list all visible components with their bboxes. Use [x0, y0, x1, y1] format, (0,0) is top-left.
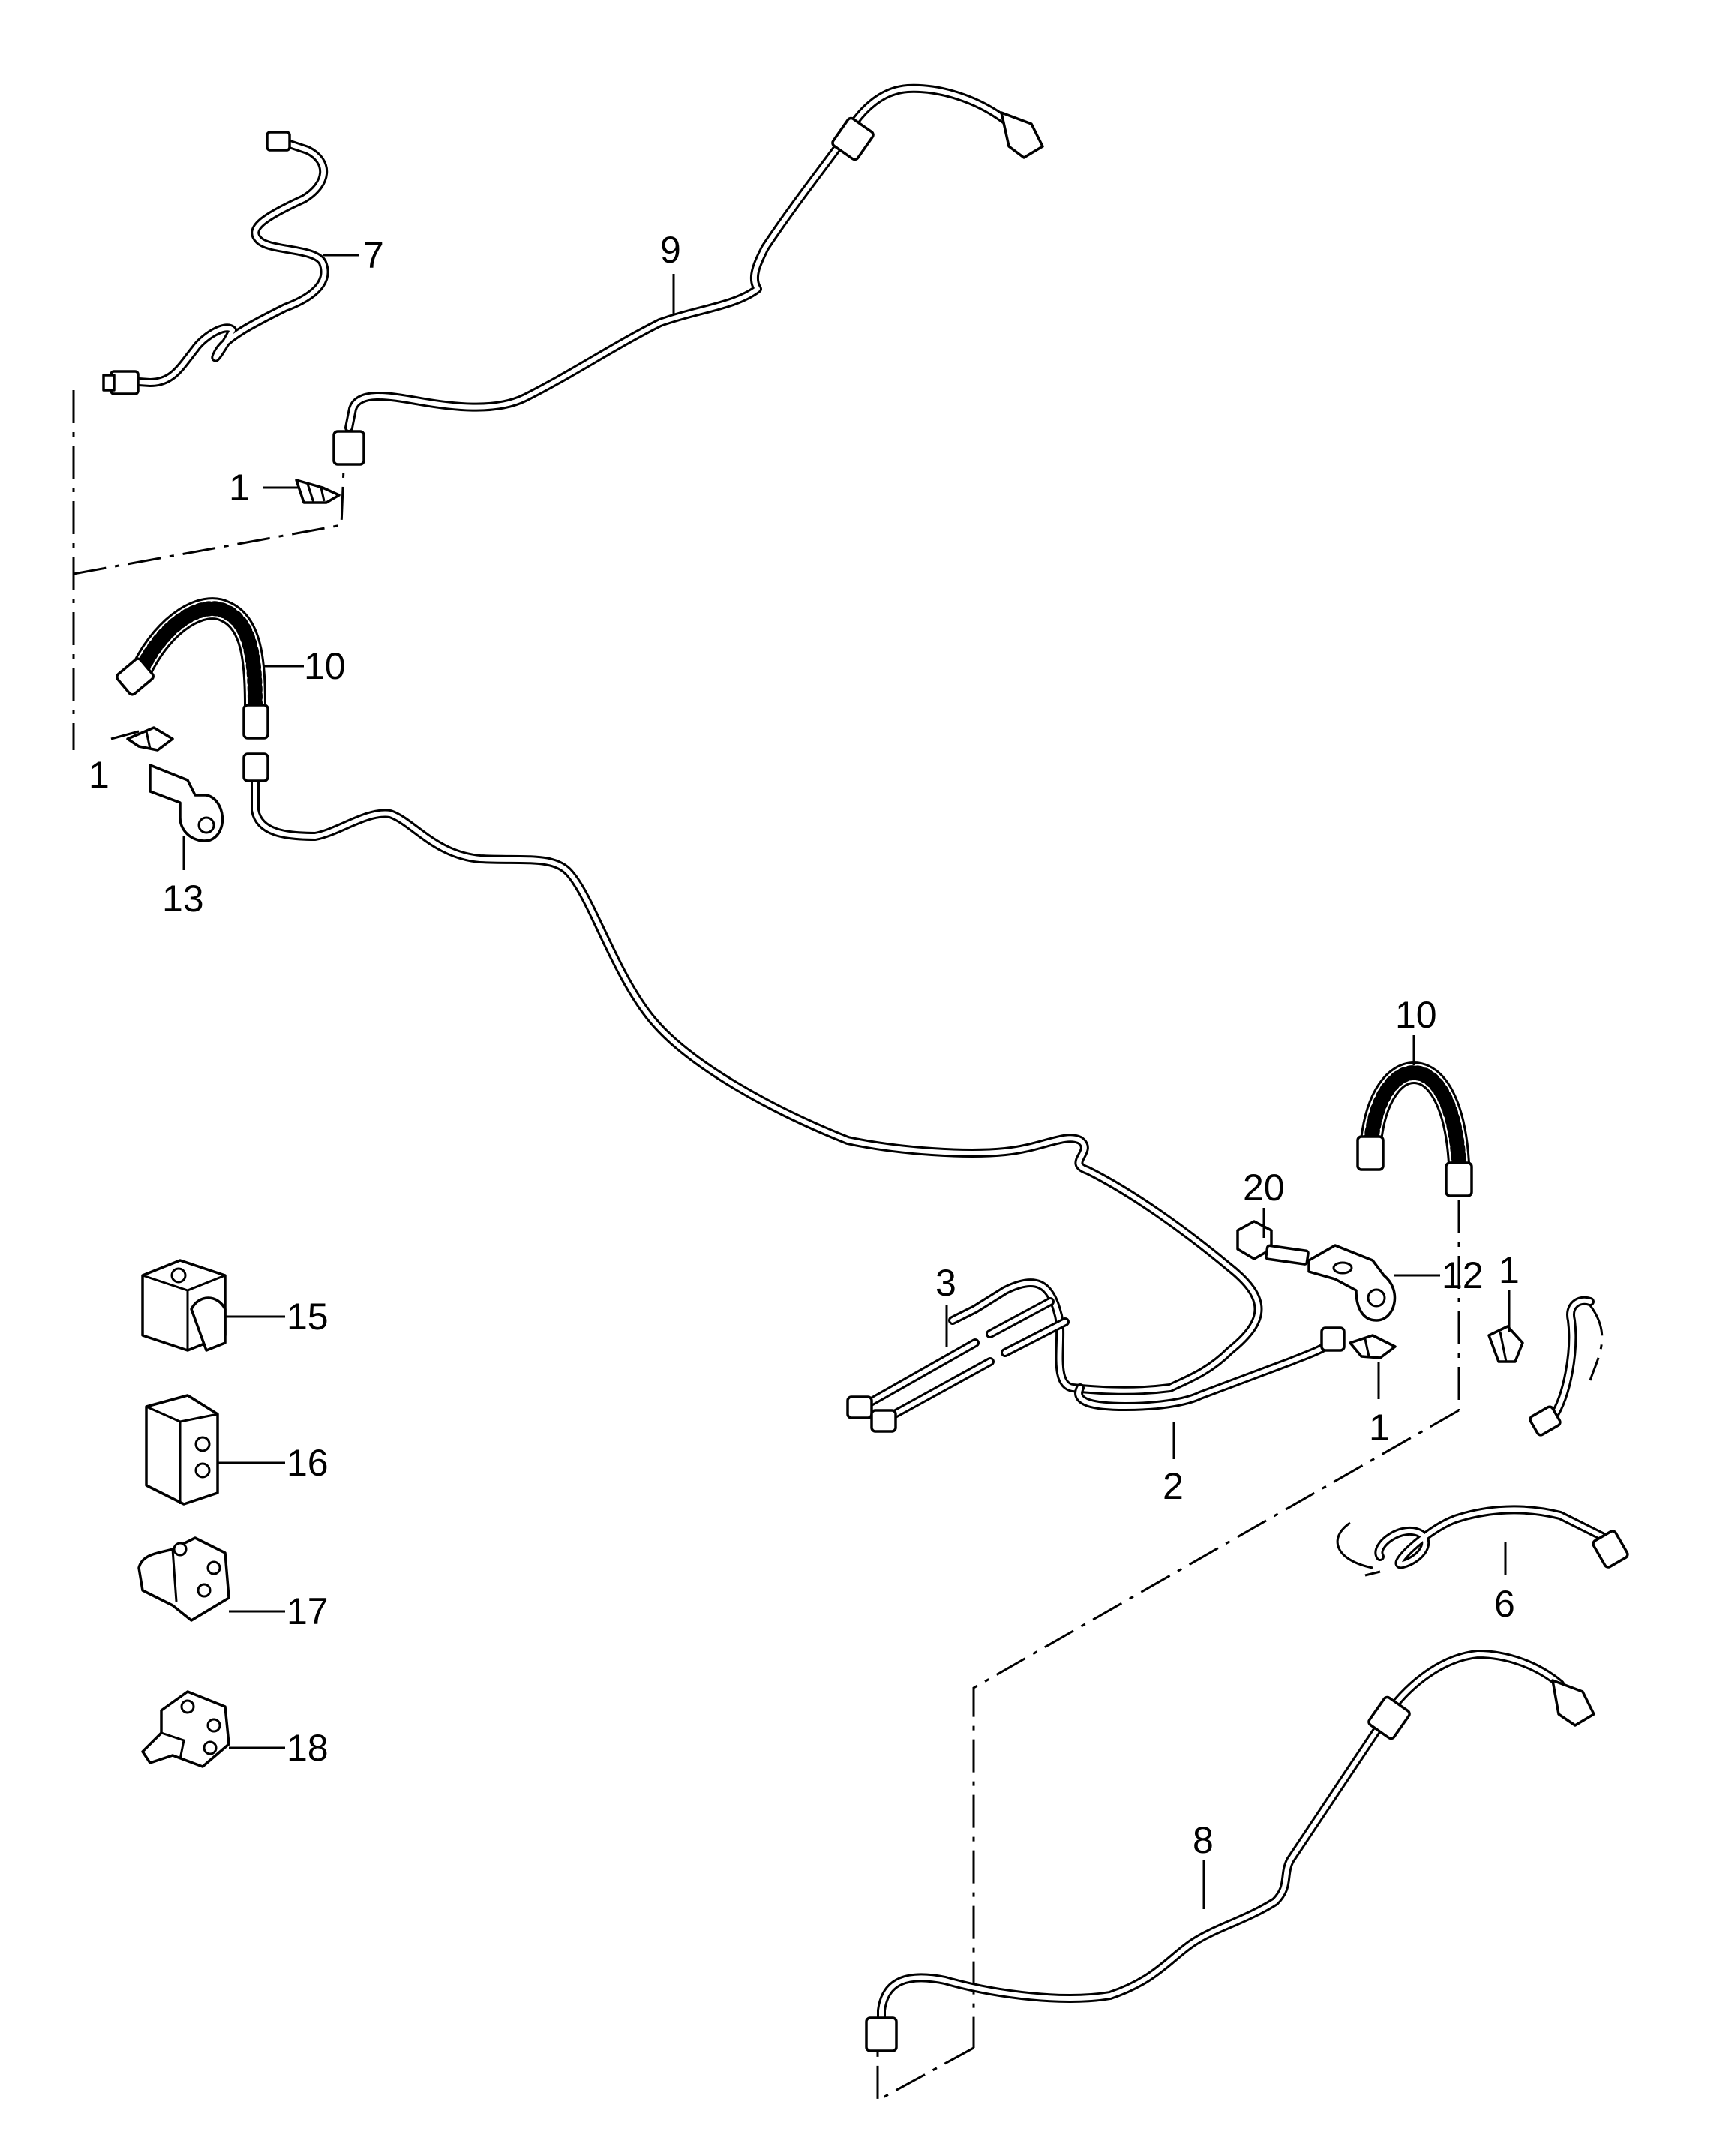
- label-16: 16: [287, 1442, 329, 1484]
- label-8: 8: [1193, 1819, 1214, 1861]
- holder-18: [141, 1690, 230, 1768]
- holder-16: [145, 1394, 219, 1506]
- label-20: 20: [1243, 1167, 1285, 1209]
- retaining-clip-1: [295, 479, 341, 504]
- label-2: 2: [1163, 1465, 1184, 1507]
- label-10: 10: [304, 645, 346, 687]
- label-6: 6: [1494, 1583, 1515, 1625]
- label-10: 10: [1395, 994, 1437, 1036]
- brake-hose-10-left: [116, 597, 269, 740]
- label-9: 9: [660, 229, 681, 271]
- retaining-clip-1-left: [126, 726, 174, 752]
- fitting-nut: [266, 131, 291, 152]
- holder-17: [137, 1536, 230, 1622]
- brake-line-6: [1336, 1296, 1629, 1577]
- holder-15: [141, 1259, 227, 1352]
- fitting-nut: [332, 430, 365, 466]
- assembly-guide-lines: [72, 390, 1604, 2103]
- label-13: 13: [162, 878, 204, 920]
- label-18: 18: [287, 1727, 329, 1769]
- label-15: 15: [287, 1296, 329, 1338]
- label-7: 7: [363, 234, 384, 276]
- brake-line-9: [332, 83, 1044, 466]
- label-1: 1: [1499, 1249, 1520, 1291]
- bolt-20: [1236, 1220, 1310, 1266]
- brake-line-7: [102, 131, 329, 395]
- label-1: 1: [89, 754, 110, 796]
- fitting-nut: [1000, 111, 1044, 159]
- part-labels: 7 9 1 10 1 13 10 20 3 12 1 1 2 6 8 15 16…: [89, 229, 1520, 1861]
- brake-hose-10-right: [1356, 1061, 1473, 1197]
- label-3: 3: [935, 1262, 956, 1304]
- brake-line-2: [242, 752, 1346, 1411]
- fitting-nut: [831, 116, 875, 161]
- label-1: 1: [229, 467, 250, 509]
- retaining-clip-1-right-b: [1487, 1325, 1524, 1363]
- label-17: 17: [287, 1590, 329, 1632]
- leader-lines: [110, 254, 1511, 1909]
- bracket-12: [1307, 1244, 1397, 1322]
- label-12: 12: [1442, 1254, 1484, 1296]
- label-1: 1: [1369, 1407, 1390, 1449]
- brake-line-8: [865, 1650, 1595, 2052]
- brake-line-3: [846, 1297, 1070, 1433]
- bracket-13: [149, 764, 224, 842]
- retaining-clip-1-right-a: [1349, 1334, 1397, 1359]
